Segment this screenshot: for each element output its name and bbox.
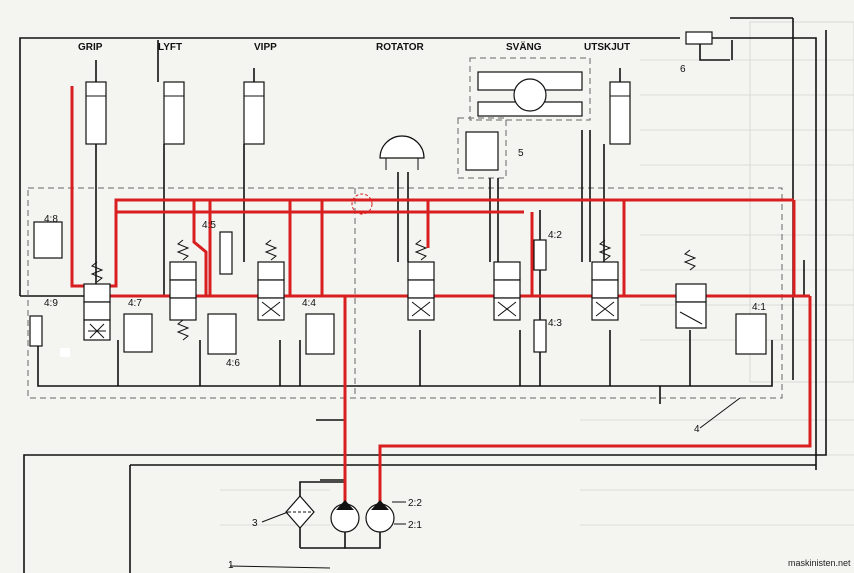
valve-rotator (407, 239, 435, 321)
valve-block-outline (27, 57, 783, 399)
header-lyft: LYFT (158, 42, 182, 53)
svang-actuator (465, 71, 583, 171)
valve-grip (83, 261, 111, 341)
valve-svang (493, 261, 521, 321)
label-5: 5 (518, 148, 524, 159)
label-4: 4 (694, 424, 700, 435)
valve-utskjut (591, 239, 619, 321)
directional-valves (83, 239, 707, 341)
valve-extra (675, 249, 707, 329)
header-rotator: ROTATOR (376, 42, 425, 53)
valve-lyft (169, 239, 197, 341)
cylinder-grip (85, 60, 107, 145)
component-labels: 4:8 4:5 4:9 4:7 4:4 4:6 4:2 4:3 4:1 5 6 … (44, 64, 766, 571)
label-3: 3 (252, 518, 258, 529)
label-4-5: 4:5 (202, 220, 216, 231)
label-4-4: 4:4 (302, 298, 316, 309)
label-4-6: 4:6 (226, 358, 240, 369)
label-4-3: 4:3 (548, 318, 562, 329)
label-4-7: 4:7 (128, 298, 142, 309)
pump-unit (285, 495, 395, 533)
frame-lines (19, 17, 827, 573)
header-grip: GRIP (78, 42, 103, 53)
rotator-motor (379, 135, 425, 170)
label-4-8: 4:8 (44, 214, 58, 225)
work-lines (37, 38, 805, 569)
watermark: maskinisten.net (788, 558, 851, 568)
label-4-9: 4:9 (44, 298, 58, 309)
section-headers: GRIP LYFT VIPP ROTATOR SVÄNG UTSKJUT (78, 40, 630, 53)
leader-3 (261, 511, 289, 523)
cylinder-utskjut (609, 68, 631, 145)
white-marker (60, 348, 70, 357)
label-2-2: 2:2 (408, 498, 422, 509)
label-4-2: 4:2 (548, 230, 562, 241)
header-vipp: VIPP (254, 42, 277, 53)
header-utskjut: UTSKJUT (584, 42, 630, 53)
leader-4 (699, 397, 741, 429)
header-svang: SVÄNG (506, 40, 542, 53)
relief-valves (29, 31, 767, 355)
label-1: 1 (228, 560, 234, 571)
label-6: 6 (680, 64, 686, 75)
highlight-junction (351, 193, 373, 215)
label-2-1: 2:1 (408, 520, 422, 531)
cylinder-vipp (243, 68, 265, 145)
valve-vipp (257, 239, 285, 321)
cylinder-lyft (157, 40, 185, 145)
label-4-1: 4:1 (752, 302, 766, 313)
